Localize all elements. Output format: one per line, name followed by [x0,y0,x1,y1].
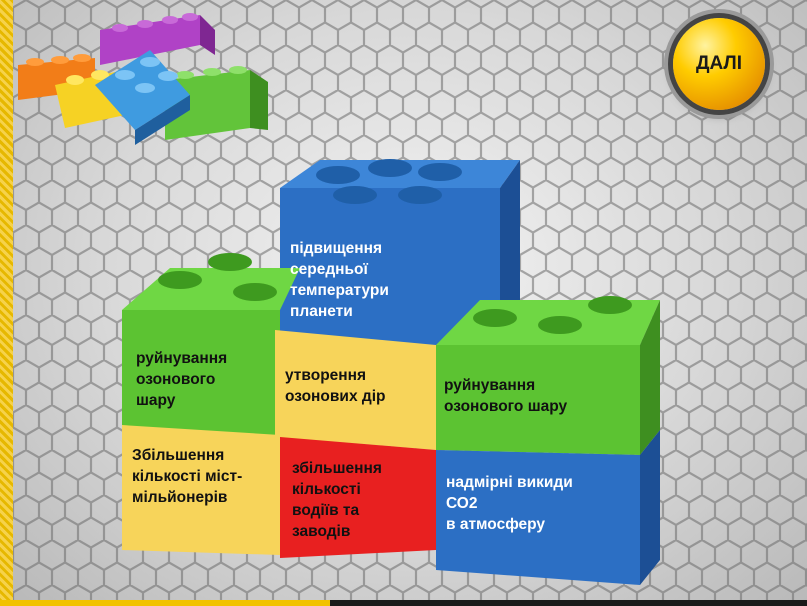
brick-red-bottom [280,437,436,558]
next-button[interactable]: ДАЛІ [673,18,765,110]
pile-green-brick [165,66,268,140]
next-button-label: ДАЛІ [695,53,743,74]
frame-bottom-border [0,600,330,606]
block-label-yellow-bottom-left: Збільшення кількості міст- мільйонерів [132,447,243,506]
brick-green-right [436,296,660,455]
block-label-green-right: руйнування озонового шару [444,377,568,415]
block-label-green-left: руйнування озонового шару [136,350,228,409]
brick-yellow-middle [275,330,436,450]
brick-top-blue [280,159,520,345]
block-label-blue-bottom-right: надмірні викиди СО2 в атмосферу [446,474,573,533]
block-label-top-blue: підвищення середньої температури планети [290,240,389,320]
block-label-red-bottom: збільшення кількості водіїв та заводів [292,460,382,540]
pile-blue-brick [95,50,190,145]
pile-purple-brick [100,13,215,65]
brick-yellow-bottom-left [122,425,280,555]
block-label-yellow-middle: утворення озонових дір [285,367,386,405]
frame-left-border [0,0,13,606]
brick-blue-bottom-right [436,430,660,585]
frame-bottom-strip [330,600,807,606]
brick-green-left [122,253,300,435]
